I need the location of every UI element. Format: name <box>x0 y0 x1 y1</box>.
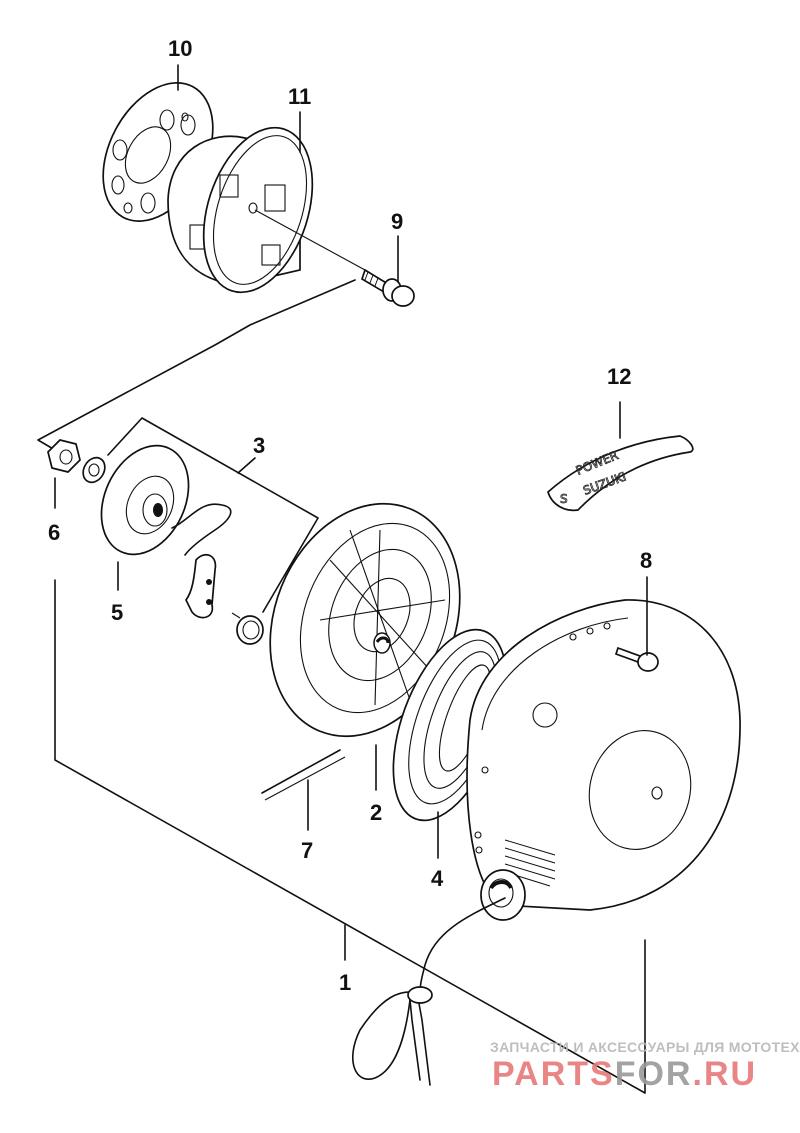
callout-8: 8 <box>640 548 652 573</box>
ratchet-pawl <box>185 553 217 619</box>
rope-tail-1 <box>409 999 421 1081</box>
callout-10: 10 <box>168 36 192 61</box>
part-6-nut <box>47 439 81 473</box>
callout-1: 1 <box>339 970 351 995</box>
part-7-rope-piece <box>261 749 341 794</box>
watermark-brand-parts: PARTS <box>492 1055 615 1093</box>
small-spring <box>231 612 264 645</box>
washer-hole <box>88 463 100 477</box>
watermark-logo: PARTSFOR.RU <box>492 1055 757 1093</box>
part-8-screw <box>614 646 659 672</box>
watermark-brand-ru: .RU <box>693 1055 758 1093</box>
wire-spring-clip <box>171 503 232 556</box>
decal-logo: S <box>560 492 568 506</box>
part-11-drum <box>167 126 314 294</box>
assembly-axis-line <box>254 209 366 271</box>
callout-1-frame <box>54 579 646 1094</box>
watermark-tagline: ЗАПЧАСТИ И АКСЕССУАРЫ ДЛЯ МОТОТЕХНИКИ <box>490 1039 800 1055</box>
callout-3: 3 <box>253 433 265 458</box>
callout-4: 4 <box>431 866 444 891</box>
rope-loop <box>352 991 426 1080</box>
watermark: ЗАПЧАСТИ И АКСЕССУАРЫ ДЛЯ МОТОТЕХНИКИ PA… <box>490 1039 800 1093</box>
callout-7: 7 <box>301 838 313 863</box>
rope-tail-2 <box>417 997 431 1086</box>
callout-12: 12 <box>607 364 631 389</box>
callout-3-bracket <box>107 417 319 613</box>
watermark-brand-for: FOR <box>615 1055 693 1093</box>
callout-5: 5 <box>111 600 123 625</box>
callout-9: 9 <box>391 209 403 234</box>
part-9-bolt <box>360 268 415 307</box>
part-5-pulley <box>100 444 190 556</box>
washer <box>82 456 106 484</box>
assembly-line-upper <box>37 279 356 451</box>
part-7-rope-edge <box>264 756 346 801</box>
part-2-reel <box>269 502 461 738</box>
leader-3 <box>237 457 256 474</box>
part-12-decal: POWER SUZUKI S <box>547 435 694 512</box>
callout-2: 2 <box>370 800 382 825</box>
rope-knot <box>407 986 433 1004</box>
callout-11: 11 <box>288 84 311 109</box>
starter-case <box>466 599 741 921</box>
callout-6: 6 <box>48 520 60 545</box>
